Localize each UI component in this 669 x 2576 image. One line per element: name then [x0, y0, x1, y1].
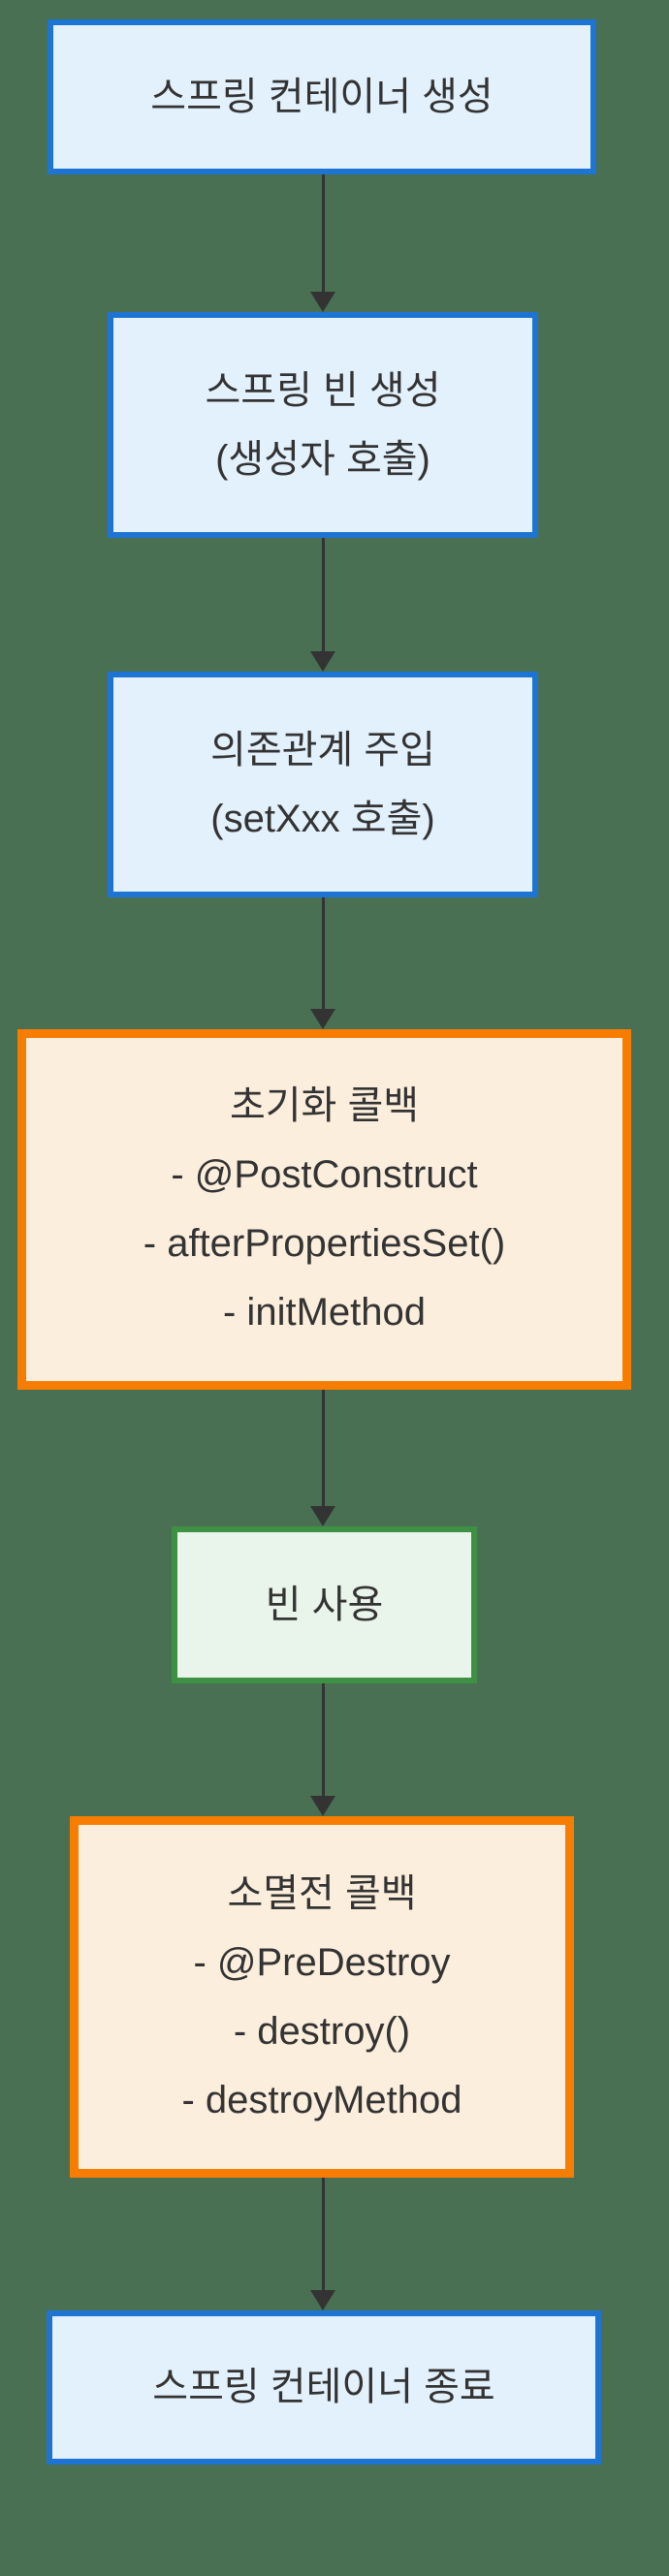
connector-arrow: [310, 897, 335, 1029]
node-label: 스프링 빈 생성: [205, 368, 441, 412]
node-destroy-callback: 소멸전 콜백 - @PreDestroy - destroy() - destr…: [70, 1816, 574, 2178]
arrow-shaft: [321, 174, 325, 295]
node-label: 스프링 컨테이너 생성: [150, 75, 494, 118]
connector-arrow: [310, 1390, 335, 1526]
connector-arrow: [310, 538, 335, 672]
arrow-shaft: [321, 1683, 325, 1799]
arrow-shaft: [321, 1390, 325, 1509]
node-list-item: - initMethod: [223, 1291, 426, 1334]
node-spring-container-create: 스프링 컨테이너 생성: [48, 19, 596, 174]
node-init-callback: 초기화 콜백 - @PostConstruct - afterPropertie…: [17, 1029, 631, 1390]
node-label: 소멸전 콜백: [227, 1871, 417, 1915]
arrow-shaft: [321, 538, 325, 654]
node-spring-bean-create: 스프링 빈 생성 (생성자 호출): [108, 312, 538, 538]
node-list-item: - afterPropertiesSet(): [143, 1222, 506, 1265]
node-list-item: - @PreDestroy: [193, 1940, 451, 1984]
node-label: 스프링 컨테이너 종료: [152, 2366, 495, 2408]
node-sublabel: (생성자 호출): [215, 437, 430, 481]
node-sublabel: (setXxx 호출): [210, 797, 435, 840]
arrow-shaft: [321, 897, 325, 1012]
arrow-shaft: [321, 2178, 325, 2293]
node-label: 빈 사용: [265, 1583, 384, 1626]
connector-arrow: [310, 174, 335, 312]
node-list-item: - destroy(): [233, 2009, 411, 2053]
connector-arrow: [310, 1683, 335, 1816]
arrowhead-down-icon: [310, 1506, 335, 1526]
node-label: 초기화 콜백: [229, 1084, 420, 1127]
arrowhead-down-icon: [310, 292, 335, 312]
node-bean-use: 빈 사용: [172, 1526, 477, 1683]
node-dependency-injection: 의존관계 주입 (setXxx 호출): [108, 672, 538, 897]
node-spring-container-close: 스프링 컨테이너 종료: [47, 2310, 601, 2465]
arrowhead-down-icon: [310, 651, 335, 672]
node-list-item: - @PostConstruct: [171, 1153, 478, 1196]
arrowhead-down-icon: [310, 2290, 335, 2310]
node-label: 의존관계 주입: [210, 728, 435, 771]
arrowhead-down-icon: [310, 1009, 335, 1029]
node-list-item: - destroyMethod: [181, 2078, 462, 2121]
arrowhead-down-icon: [310, 1796, 335, 1816]
connector-arrow: [310, 2178, 335, 2310]
